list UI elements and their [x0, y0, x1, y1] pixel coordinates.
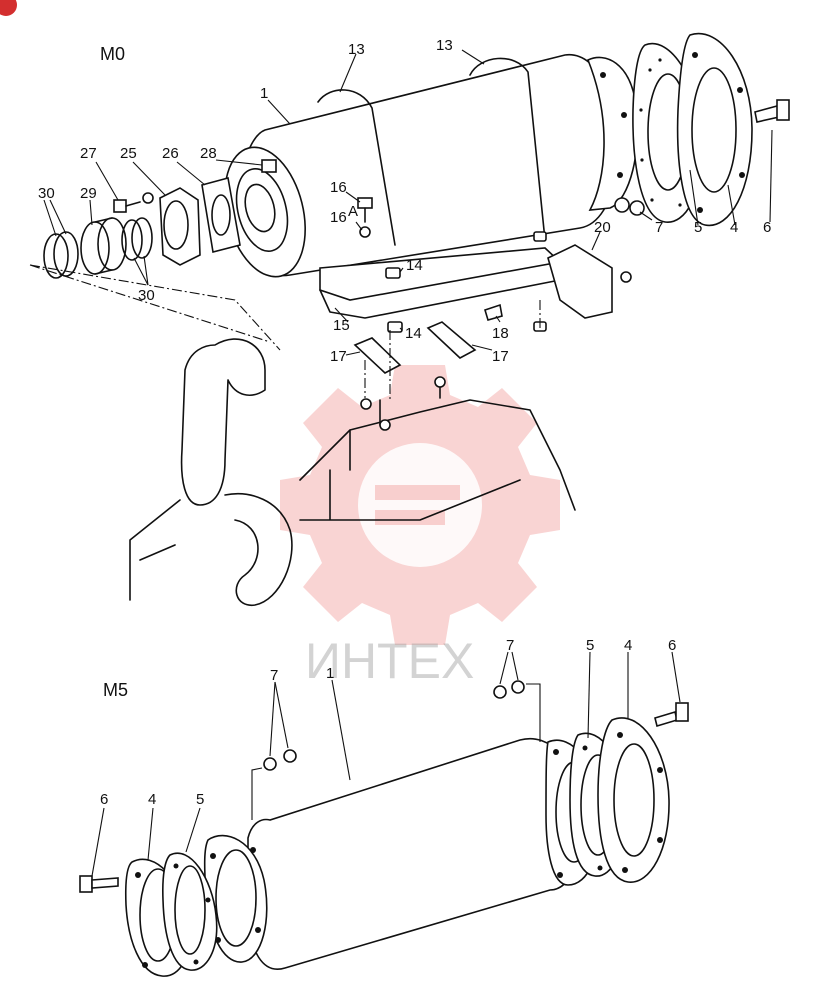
- label-m5-part-6-right: 6: [668, 637, 676, 654]
- flange-4-right-m5: [597, 717, 670, 883]
- label-part-15: 15: [333, 317, 350, 334]
- bolt-16: [357, 197, 373, 209]
- nut-7-a: [614, 197, 630, 213]
- stud-18: [484, 303, 503, 321]
- gasket-26: [201, 177, 241, 253]
- label-m5-part-6-left: 6: [100, 791, 108, 808]
- bar-17-right: [426, 321, 477, 359]
- support-plate-15: [319, 247, 562, 301]
- bracket-nut: [620, 271, 632, 283]
- bolt-6-left-head: [79, 875, 93, 893]
- washer-16a: [359, 226, 371, 238]
- label-part-30-bottom: 30: [138, 287, 155, 304]
- section-title-m5: M5: [103, 680, 128, 700]
- bracket-20: [547, 244, 613, 319]
- bolt-6-right-m5: [654, 710, 678, 728]
- nut-7-right-a: [493, 685, 507, 699]
- reference-line-vertical: [364, 300, 541, 400]
- label-part-29: 29: [80, 185, 97, 202]
- label-part-25: 25: [120, 145, 137, 162]
- nut-7-left-a: [263, 757, 277, 771]
- label-part-20: 20: [594, 219, 611, 236]
- rings-30-middle: [121, 217, 153, 261]
- label-part-4: 4: [730, 219, 738, 236]
- bolt-6-left-m5: [91, 877, 119, 889]
- labels-m5: 1 7 7 5 4 6 6 4 5: [100, 637, 676, 808]
- elbow-25: [159, 187, 201, 266]
- label-part-30-top: 30: [38, 185, 55, 202]
- nut-14-bottom: [387, 321, 403, 333]
- label-part-13-left: 13: [348, 41, 365, 58]
- label-m5-part-7-right: 7: [506, 637, 514, 654]
- gasket-5-left-m5: [162, 852, 218, 971]
- watermark-text: ИНТЕХ: [305, 633, 474, 689]
- nut-28: [261, 159, 277, 173]
- label-m5-part-5-left: 5: [196, 791, 204, 808]
- label-part-28: 28: [200, 145, 217, 162]
- label-m5-part-7-left: 7: [270, 667, 278, 684]
- strap-13-left: [317, 89, 396, 246]
- engine-assembly-outline: [129, 338, 576, 606]
- label-part-14-top: 14: [406, 257, 423, 274]
- leader-lines-m0: [43, 49, 773, 356]
- bolt-6-head: [776, 99, 790, 121]
- label-part-16: 16: [330, 179, 347, 196]
- bolt-27: [113, 199, 127, 213]
- labels-m0: 1 13 13 5 4 6 7 20 16 16 A 14 14 15 17 1…: [38, 37, 771, 365]
- nut-7-left-b: [283, 749, 297, 763]
- muffler-body-m0: [224, 54, 639, 278]
- label-part-18: 18: [492, 325, 509, 342]
- label-part-16a-suffix: A: [348, 203, 358, 220]
- corner-mark: [0, 0, 17, 16]
- bolt-27-washer: [142, 192, 154, 204]
- bolt-6-m0: [754, 104, 780, 123]
- label-part-13-right: 13: [436, 37, 453, 54]
- flange-4-m0: [676, 32, 753, 227]
- bar-17-left: [353, 337, 402, 374]
- nut-14-top: [385, 267, 401, 279]
- muffler-body-m5: [203, 737, 601, 970]
- label-part-17-right: 17: [492, 348, 509, 365]
- nut-14-right-top: [533, 231, 547, 242]
- label-part-17-left: 17: [330, 348, 347, 365]
- leader-lines-m5: [91, 651, 681, 877]
- clamp-29: [80, 217, 127, 275]
- label-m5-part-5-right: 5: [586, 637, 594, 654]
- label-part-14-bottom: 14: [405, 325, 422, 342]
- label-part-16a: 16: [330, 209, 347, 226]
- label-part-1: 1: [260, 85, 268, 102]
- label-part-7: 7: [655, 219, 663, 236]
- label-m5-part-1: 1: [326, 665, 334, 682]
- label-part-5: 5: [694, 219, 702, 236]
- watermark-gear-logo: [280, 365, 560, 645]
- section-title-m0: M0: [100, 44, 125, 64]
- strap-13-right: [469, 57, 546, 241]
- bolt-6-right-head: [675, 702, 689, 722]
- label-part-6: 6: [763, 219, 771, 236]
- label-part-26: 26: [162, 145, 179, 162]
- label-m5-part-4-left: 4: [148, 791, 156, 808]
- nut-7-b: [629, 200, 645, 216]
- nut-7-right-b: [511, 680, 525, 694]
- reference-line-left: [29, 264, 281, 351]
- label-m5-part-4-right: 4: [624, 637, 632, 654]
- label-part-27: 27: [80, 145, 97, 162]
